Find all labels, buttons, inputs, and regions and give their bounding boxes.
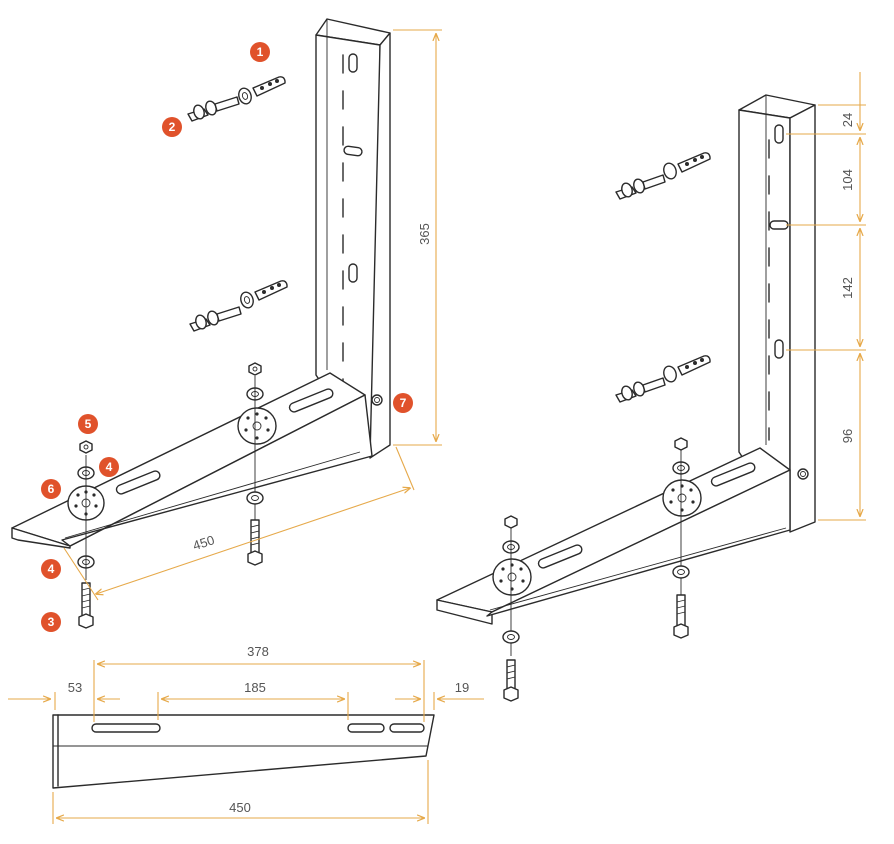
right-damper-stack-front [492, 515, 532, 702]
right-wall-anchor-top [615, 152, 711, 200]
left-wall-anchor-top [187, 76, 286, 122]
svg-text:4: 4 [48, 562, 55, 576]
spacing-lower-label: 96 [840, 429, 855, 443]
svg-text:5: 5 [85, 417, 92, 431]
arm-length-label: 450 [191, 532, 216, 553]
svg-text:3: 3 [48, 615, 55, 629]
left-bracket: 365 450 1 2 3 4 4 5 [11, 18, 442, 632]
svg-text:2: 2 [169, 120, 176, 134]
edge-left-label: 53 [68, 680, 82, 695]
part-badge-2: 2 [162, 117, 182, 137]
spacing-middle-label: 142 [840, 277, 855, 299]
svg-text:1: 1 [257, 45, 264, 59]
part-badge-3: 3 [41, 612, 61, 632]
part-badge-1: 1 [250, 42, 270, 62]
left-wall-anchor-bottom [189, 280, 288, 332]
right-bracket: 24 104 142 96 [436, 72, 866, 702]
svg-text:6: 6 [48, 482, 55, 496]
hole-spacing-dimensions: 24 104 142 96 [786, 72, 866, 521]
arm-side-view: 378 53 185 19 450 [8, 644, 484, 824]
height-label: 365 [417, 223, 432, 245]
part-badge-4-upper: 4 [99, 457, 119, 477]
slot-gap-label: 185 [244, 680, 266, 695]
svg-text:7: 7 [400, 396, 407, 410]
right-damper-stack-rear [662, 437, 702, 639]
spacing-top-label: 24 [840, 113, 855, 127]
left-bracket-arm [11, 372, 373, 549]
part-badge-4-lower: 4 [41, 559, 61, 579]
right-wall-anchor-bottom [615, 355, 711, 403]
part-badge-5: 5 [78, 414, 98, 434]
total-length-label: 450 [229, 800, 251, 815]
right-bracket-arm [436, 447, 791, 625]
height-dimension: 365 [393, 29, 442, 446]
edge-right-label: 19 [455, 680, 469, 695]
slot-span-label: 378 [247, 644, 269, 659]
part-badge-6: 6 [41, 479, 61, 499]
left-bracket-post [315, 18, 391, 459]
part-badge-7: 7 [393, 393, 413, 413]
arm-length-dimension: 450 [63, 446, 415, 601]
spacing-upper-label: 104 [840, 169, 855, 191]
svg-text:4: 4 [106, 460, 113, 474]
